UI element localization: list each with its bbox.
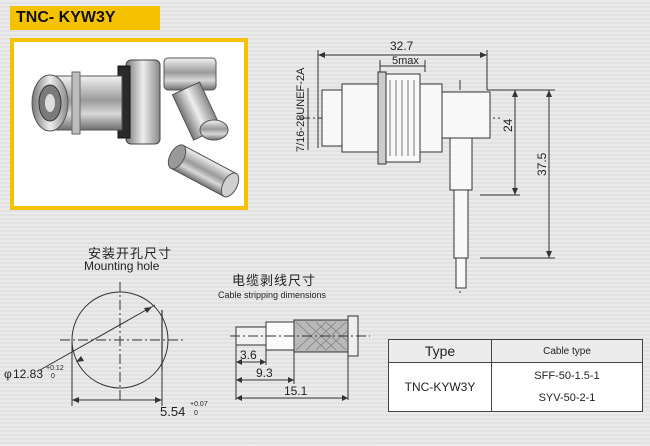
cable-type-table: Type Cable type TNC-KYW3Y SFF-50-1.5-1 S… bbox=[388, 339, 643, 412]
stripping-caption-en: Cable stripping dimensions bbox=[218, 290, 327, 300]
hole-diameter-tol-upper: +0.12 bbox=[46, 365, 64, 372]
stripping-caption-cn: 电缆剥线尺寸 bbox=[232, 273, 317, 288]
hole-flat: 5.54 bbox=[160, 404, 185, 419]
cable-type-item: SFF-50-1.5-1 bbox=[534, 370, 600, 382]
col-header-cable-type: Cable type bbox=[491, 339, 643, 363]
dim-height-total: 37.5 bbox=[535, 152, 549, 176]
dim-thread: 7/16-28UNEF-2A bbox=[295, 67, 307, 152]
cable-types-cell: SFF-50-1.5-1 SYV-50-2-1 bbox=[491, 362, 643, 412]
dim-height-inner: 24 bbox=[501, 118, 515, 132]
model-cell: TNC-KYW3Y bbox=[388, 362, 492, 412]
strip-dim-c: 15.1 bbox=[284, 384, 308, 398]
dim-max-depth: 5max bbox=[392, 55, 419, 67]
product-photo bbox=[10, 38, 248, 210]
hole-flat-tol-upper: +0.07 bbox=[190, 401, 208, 408]
dim-length: 32.7 bbox=[390, 39, 414, 53]
mounting-hole-caption-en: Mounting hole bbox=[84, 259, 160, 273]
hole-diameter: 12.83 bbox=[13, 367, 43, 381]
connector-photo-image bbox=[31, 57, 240, 198]
hole-diameter-tol-lower: 0 bbox=[51, 373, 55, 380]
strip-dim-a: 3.6 bbox=[240, 348, 257, 362]
mounting-hole-caption-cn: 安装开孔尺寸 bbox=[88, 246, 173, 261]
cable-type-item: SYV-50-2-1 bbox=[538, 392, 596, 404]
hole-flat-tol-lower: 0 bbox=[194, 410, 198, 417]
strip-dim-b: 9.3 bbox=[256, 366, 273, 380]
col-header-type: Type bbox=[388, 339, 492, 363]
product-title: TNC- KYW3Y bbox=[10, 6, 160, 30]
hole-phi-symbol: φ bbox=[4, 367, 12, 381]
